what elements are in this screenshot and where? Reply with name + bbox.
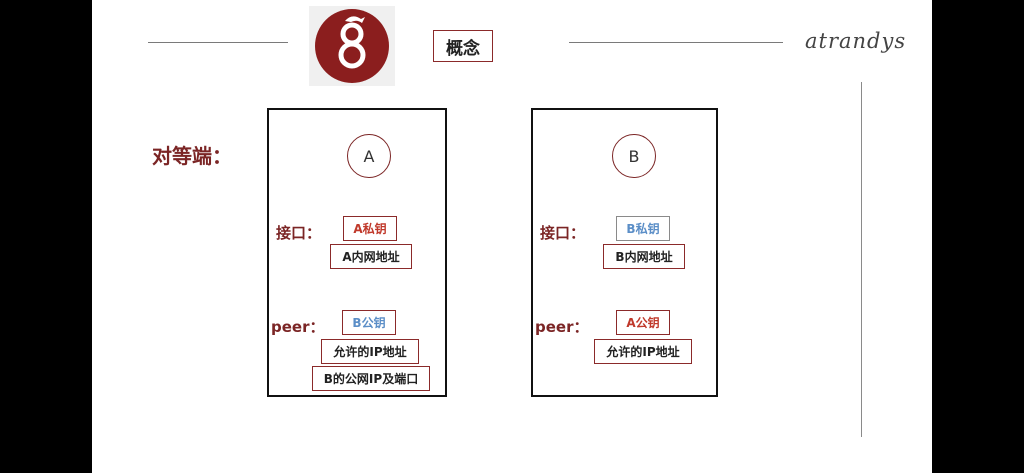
peer-a-interface-label: 接口：	[276, 224, 322, 242]
peer-a-internal-ip: A内网地址	[330, 244, 412, 269]
peer-a-endpoint: B的公网IP及端口	[312, 366, 430, 391]
peer-a-peer-public-key: B公钥	[342, 310, 396, 335]
wireguard-logo	[309, 6, 395, 86]
peer-a-allowed-ips: 允许的IP地址	[321, 339, 419, 364]
peer-a-node: A	[347, 134, 391, 178]
right-vertical-line	[861, 82, 862, 437]
peer-b-internal-ip: B内网地址	[603, 244, 685, 269]
peer-b-peer-public-key: A公钥	[616, 310, 670, 335]
peer-b-private-key: B私钥	[616, 216, 670, 241]
peer-b-panel: B 接口： B私钥 B内网地址 peer： A公钥 允许的IP地址	[531, 108, 718, 397]
peer-a-panel: A 接口： A私钥 A内网地址 peer： B公钥 允许的IP地址 B的公网IP…	[267, 108, 447, 397]
peer-b-peer-label: peer：	[535, 318, 589, 336]
peer-b-interface-label: 接口：	[540, 224, 586, 242]
peer-a-private-key: A私钥	[343, 216, 397, 241]
header-line-right	[569, 42, 783, 43]
brand-signature: atrandys	[805, 29, 907, 53]
dragon-icon	[338, 16, 366, 69]
peer-b-node: B	[612, 134, 656, 178]
header-line-left	[148, 42, 288, 43]
peer-a-peer-label: peer：	[271, 318, 325, 336]
slide: 概念 atrandys 对等端： A 接口： A私钥 A内网地址 peer： B…	[92, 0, 932, 473]
section-label: 对等端：	[152, 144, 232, 168]
peer-b-allowed-ips: 允许的IP地址	[594, 339, 692, 364]
page-title: 概念	[433, 30, 493, 62]
logo-disc	[315, 9, 389, 83]
